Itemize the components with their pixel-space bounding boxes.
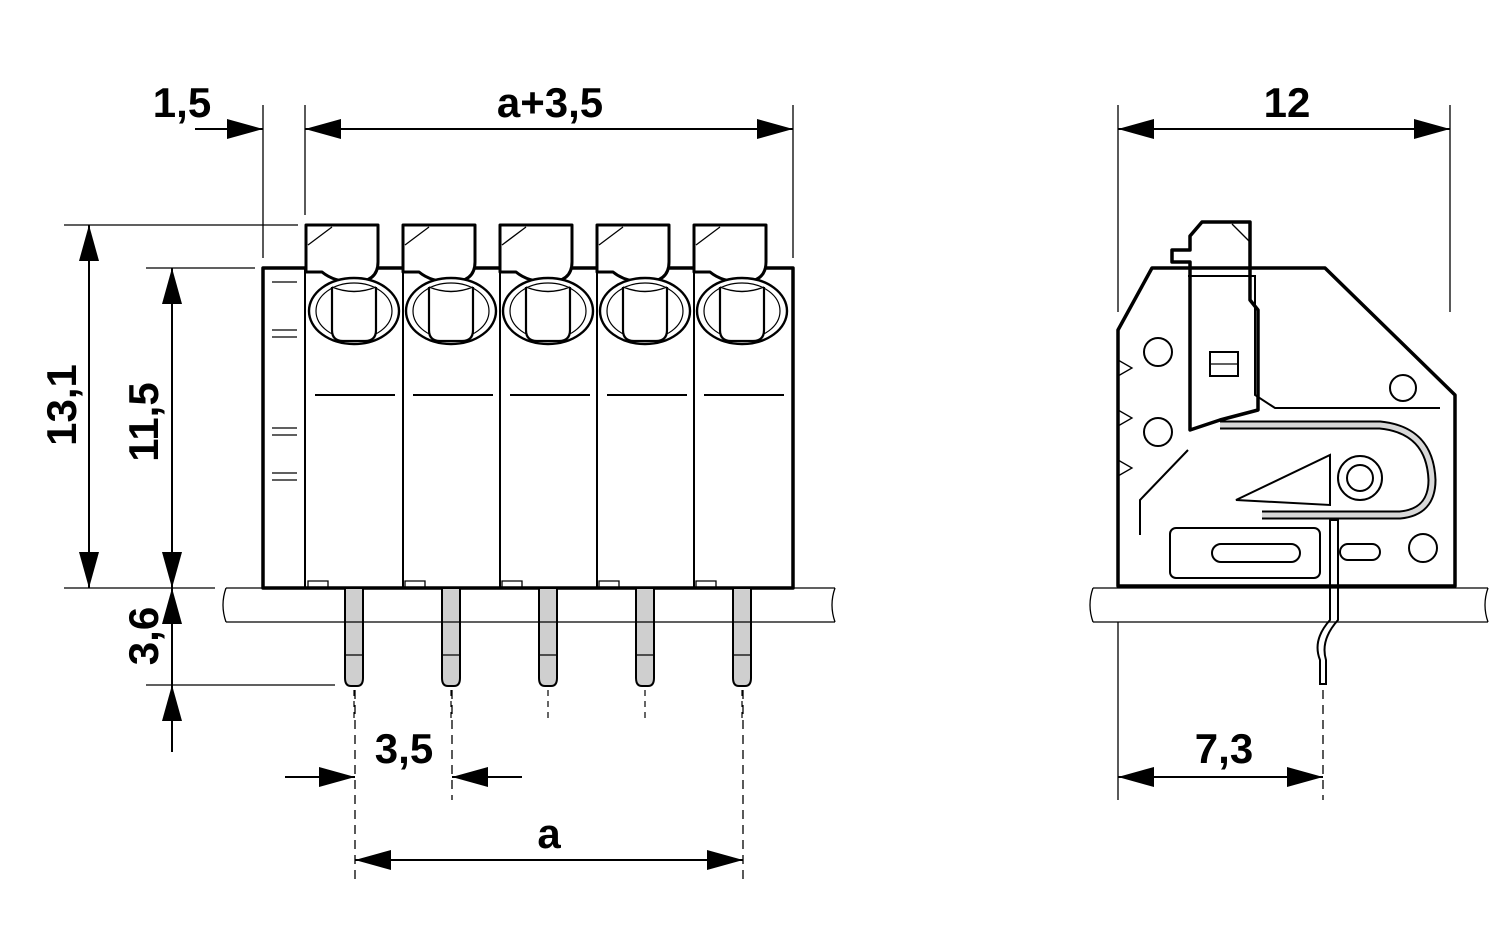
- dim-pin-offset: [1117, 622, 1324, 800]
- terminal-housing: [261, 266, 795, 590]
- dim-body-height: [146, 267, 255, 588]
- label-overall-height: 13,1: [38, 364, 85, 446]
- dim-pin-span: [355, 690, 744, 885]
- clamp-spring: [1220, 420, 1437, 520]
- pin-4: [635, 587, 655, 720]
- dim-pin-length: [146, 588, 335, 752]
- label-total-width: a+3,5: [497, 79, 603, 126]
- label-body-height: 11,5: [120, 382, 167, 461]
- label-depth: 12: [1264, 79, 1311, 126]
- label-pin-span: a: [537, 810, 561, 857]
- side-view: 12 7,3: [1089, 79, 1489, 800]
- pin-1: [344, 587, 364, 720]
- pole-3: [498, 223, 595, 346]
- label-pin-offset: 7,3: [1195, 725, 1253, 772]
- dim-pitch: [285, 690, 522, 885]
- dim-overall-height: [64, 224, 298, 589]
- label-pitch: 3,5: [375, 725, 433, 772]
- pin-2: [441, 587, 461, 720]
- side-pin: [1316, 519, 1339, 685]
- push-buttons: [304, 223, 789, 346]
- label-top-offset: 1,5: [153, 79, 211, 126]
- pole-4: [595, 223, 692, 346]
- pusher-actuator: [1170, 220, 1260, 432]
- pole-5: [692, 223, 789, 346]
- dim-top-front: [195, 105, 794, 258]
- dim-depth: [1117, 105, 1451, 312]
- front-view: 1,5 a+3,5 13,1 11,5 3,6 3,5 a: [38, 79, 836, 885]
- pole-2: [401, 223, 498, 346]
- pole-1: [304, 223, 401, 346]
- solder-pins: [344, 587, 752, 720]
- label-pin-length: 3,6: [120, 607, 167, 665]
- pin-3: [538, 587, 558, 720]
- pin-5: [732, 587, 752, 720]
- pcb-board-side: [1089, 587, 1489, 623]
